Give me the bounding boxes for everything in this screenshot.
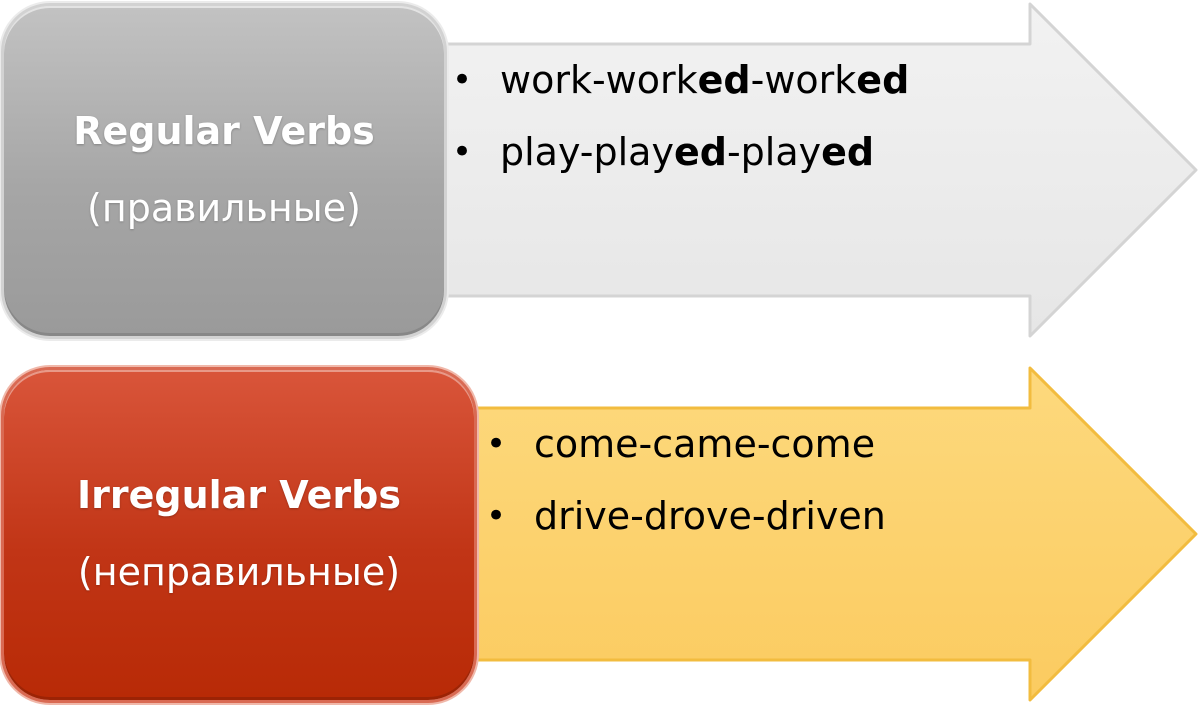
bullet-icon: • (452, 60, 473, 100)
list-item: • come-came-come (486, 408, 886, 480)
regular-verbs-subtitle: (правильные) (87, 186, 361, 230)
example-text: play-played-played (500, 130, 875, 174)
regular-examples-list: • work-worked-worked • play-played-playe… (452, 44, 909, 188)
bullet-icon: • (486, 424, 507, 464)
example-text: come-came-come (534, 422, 876, 466)
regular-arrow (428, 2, 1198, 338)
list-item: • drive-drove-driven (486, 480, 886, 552)
bullet-icon: • (486, 496, 507, 536)
regular-verbs-box: Regular Verbs (правильные) (4, 6, 444, 336)
example-text: work-worked-worked (500, 58, 910, 102)
irregular-verbs-title: Irregular Verbs (77, 473, 401, 517)
bullet-icon: • (452, 132, 473, 172)
irregular-verbs-subtitle: (неправильные) (77, 550, 401, 594)
regular-verbs-title: Regular Verbs (73, 109, 375, 153)
example-text: drive-drove-driven (534, 494, 886, 538)
list-item: • play-played-played (452, 116, 909, 188)
irregular-examples-list: • come-came-come • drive-drove-driven (486, 408, 886, 552)
list-item: • work-worked-worked (452, 44, 909, 116)
irregular-verbs-box: Irregular Verbs (неправильные) (4, 370, 474, 700)
irregular-arrow (453, 366, 1198, 702)
